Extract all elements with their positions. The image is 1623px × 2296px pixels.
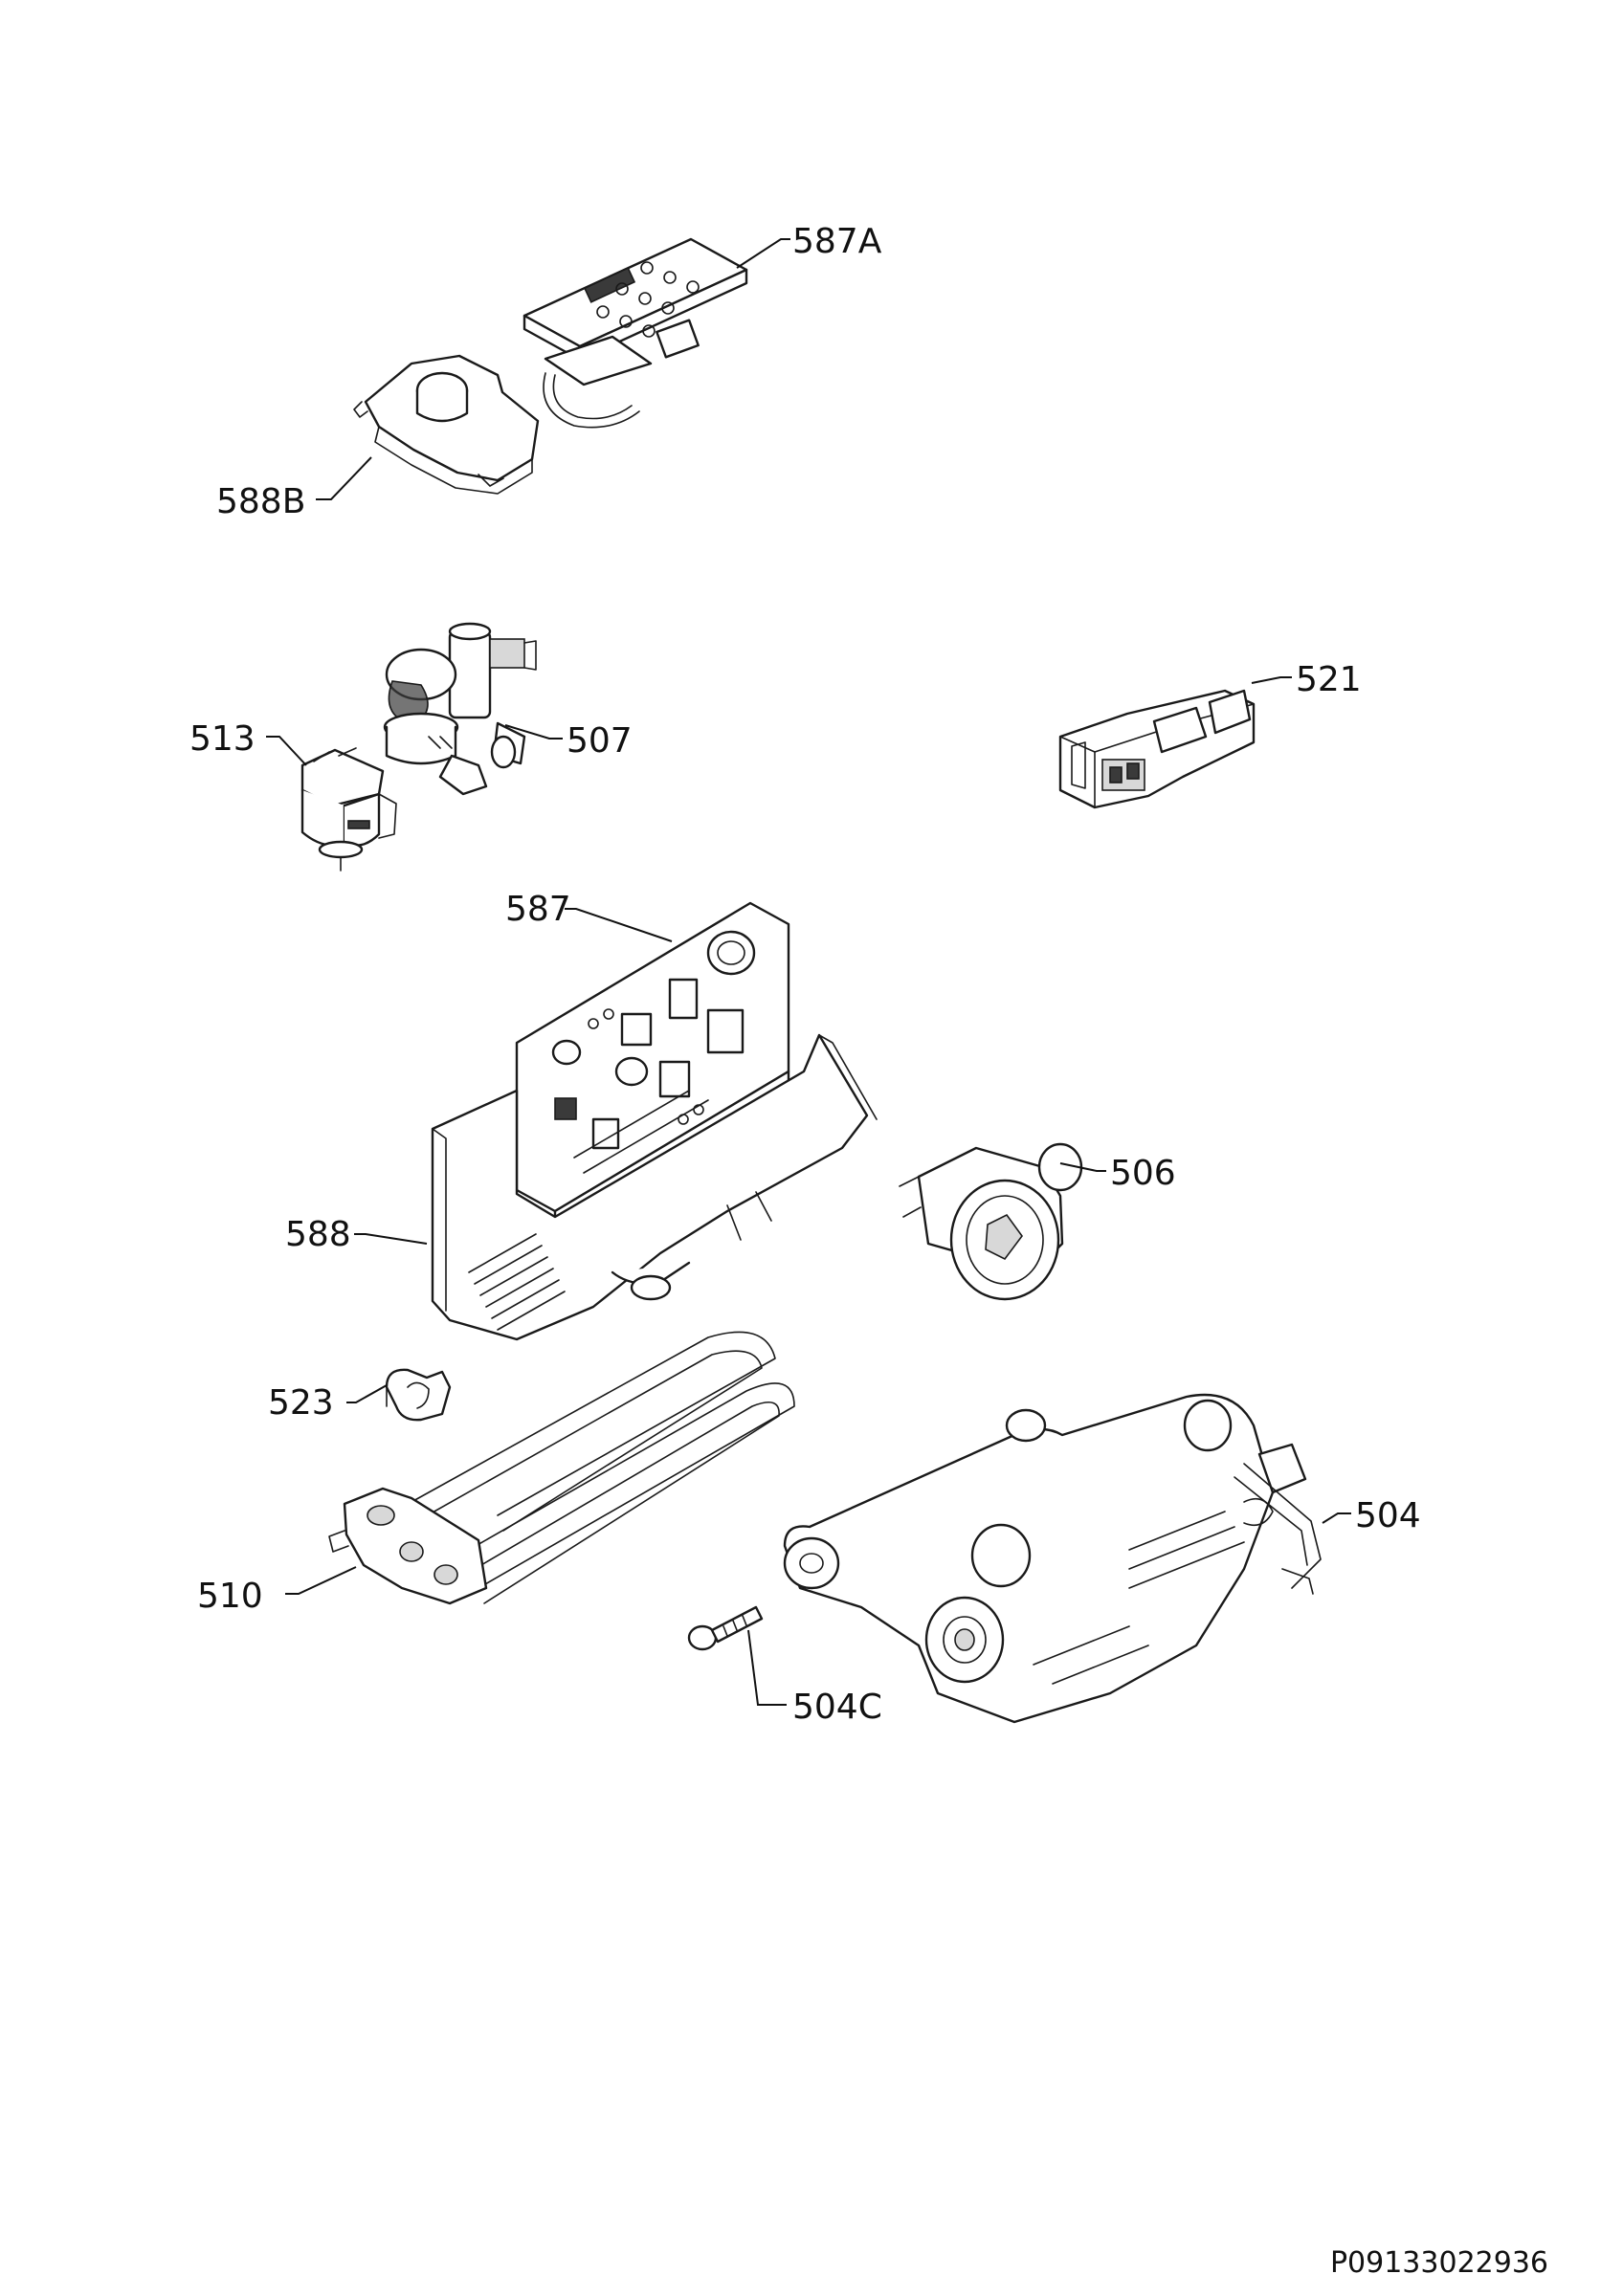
- part-504c-screw[interactable]: [687, 1605, 764, 1651]
- leader-521: [1251, 676, 1292, 684]
- leader-504c: [747, 1629, 787, 1706]
- callout-labels: 587A 588B 513 507 521 587 506 588 523 51…: [189, 222, 1421, 1727]
- callout-507: 507: [567, 721, 633, 761]
- callout-504: 504: [1355, 1496, 1421, 1535]
- leader-588b: [316, 456, 372, 500]
- callout-510: 510: [197, 1577, 263, 1616]
- part-523-clip[interactable]: [385, 1368, 452, 1422]
- part-506-drain-pump[interactable]: [899, 1142, 1083, 1301]
- callout-588b: 588B: [216, 482, 305, 521]
- part-588b-cover[interactable]: [353, 354, 540, 495]
- leader-523: [346, 1384, 388, 1403]
- leader-504: [1322, 1512, 1351, 1524]
- callout-523: 523: [268, 1383, 334, 1423]
- leader-lines: [266, 238, 1351, 1706]
- part-521-door-lock[interactable]: [1058, 689, 1256, 809]
- callout-521: 521: [1296, 660, 1362, 699]
- callout-588: 588: [285, 1215, 351, 1254]
- part-588-housing[interactable]: [431, 1033, 878, 1341]
- leader-588: [354, 1233, 428, 1245]
- part-507-water-valve[interactable]: [383, 622, 537, 796]
- callout-587: 587: [505, 890, 571, 929]
- leader-513: [266, 736, 307, 766]
- document-code: P09133022936: [1330, 2246, 1548, 2280]
- leader-506: [1059, 1162, 1106, 1172]
- leader-587a: [736, 238, 790, 269]
- callout-506: 506: [1110, 1154, 1176, 1193]
- part-510-heating-element[interactable]: [328, 1331, 795, 1605]
- leader-510: [285, 1566, 357, 1595]
- part-513-pressure-switch[interactable]: [300, 747, 397, 872]
- part-587a-control-board[interactable]: [522, 237, 748, 429]
- leader-507: [504, 724, 563, 740]
- callout-504c: 504C: [792, 1688, 882, 1727]
- part-504-motor[interactable]: [783, 1393, 1322, 1724]
- leader-587: [565, 908, 673, 942]
- callout-587a: 587A: [792, 222, 882, 261]
- callout-513: 513: [189, 719, 256, 759]
